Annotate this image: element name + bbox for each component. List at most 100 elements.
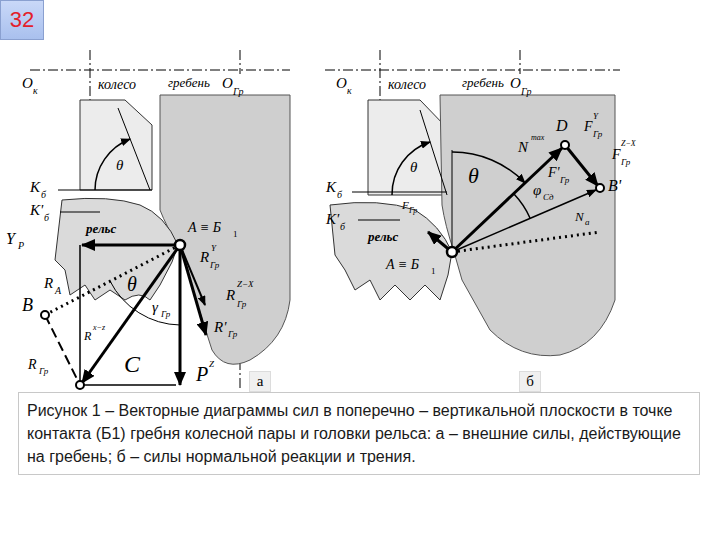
diagram-label: K' (30, 203, 43, 218)
diagram-label: Y (6, 231, 15, 247)
drawing-line (60, 212, 100, 213)
panel-letter: б (526, 374, 534, 389)
diagram-label: R (200, 250, 209, 265)
diagram-label: б (44, 213, 49, 223)
diagram-label: Гр (593, 130, 602, 139)
diagram-label: а (585, 218, 590, 227)
drawing-line (82, 245, 180, 383)
drawing-line (358, 220, 400, 221)
diagram-label: A ≡ Б (386, 258, 419, 272)
diagram-label: Гр (39, 367, 48, 376)
drawing-path (452, 152, 525, 183)
diagram-label: Сд (543, 193, 554, 202)
diagram-label: Гр (210, 261, 219, 270)
diagram-label: γ (152, 300, 158, 315)
drawing-path (330, 202, 452, 300)
diagram-label: A ≡ Б (188, 221, 221, 235)
diagram-label: θ (127, 274, 137, 294)
diagram-label: A (55, 286, 61, 296)
diagram-label: P (196, 364, 208, 384)
diagram-label: б (41, 190, 46, 200)
drawing-g (30, 50, 290, 390)
figure-caption: Рисунок 1 – Векторные диаграммы сил в по… (18, 392, 700, 475)
drawing-line (80, 384, 176, 386)
drawing-line (45, 245, 180, 315)
drawing-line (452, 148, 562, 252)
drawing-line (118, 108, 150, 190)
diagram-label: O (336, 76, 347, 91)
diagram-label: 1 (431, 267, 436, 276)
diagram-label: 1 (233, 230, 238, 239)
diagram-label: R (28, 358, 37, 372)
drawing-path (80, 100, 152, 190)
diagram-label: Y (211, 244, 216, 253)
diagram-label: R (84, 330, 91, 342)
drawing-circle (561, 141, 569, 149)
diagram-label: F (402, 200, 409, 211)
diagram-label: Гр (233, 87, 243, 97)
diagram-label: K (326, 180, 336, 195)
diagram-label: гребень (168, 76, 210, 89)
drawing-line (380, 50, 381, 100)
slide-number-box: 32 (0, 0, 44, 40)
diagram-label: K' (326, 212, 339, 227)
diagram-label: B (22, 296, 33, 314)
drawing-line (452, 150, 453, 252)
diagram-label: Гр (237, 300, 246, 309)
diagram-label: F (584, 120, 593, 134)
drawing-circle (175, 240, 185, 250)
drawing-line (90, 50, 91, 100)
diagram-label: б (340, 222, 345, 232)
drawing-path (440, 95, 615, 356)
drawing-path (55, 198, 178, 300)
diagram-label: D (556, 118, 568, 134)
diagram-label: к (33, 86, 38, 96)
diagram-label: F (612, 148, 621, 162)
diagram-label: Гр (621, 158, 630, 167)
diagram-label: Y (593, 112, 598, 121)
panel-letter: а (257, 374, 264, 389)
drawing-line (30, 70, 290, 71)
slide-number: 32 (10, 9, 34, 31)
drawing-circle (596, 184, 604, 192)
drawing-line (179, 245, 182, 385)
drawing-line (240, 50, 241, 74)
diagram-label: R' (214, 320, 226, 335)
diagram-label: C (124, 352, 140, 376)
diagram-label: Р (18, 241, 24, 251)
drawing-path (110, 281, 180, 325)
drawing-line (420, 110, 447, 195)
panel-label-box: а (249, 371, 271, 392)
diagram-label: R (44, 276, 53, 291)
diagram-label: б (337, 190, 342, 200)
diagram-label: рельс (86, 222, 116, 235)
panel-label-box: б (519, 371, 541, 392)
diagram-label: F' (548, 166, 560, 180)
diagram-label: Z (209, 360, 214, 369)
drawing-line (82, 244, 180, 247)
diagram-label: θ (116, 158, 123, 173)
drawing-circle (447, 247, 457, 257)
diagram-label: Z−X (237, 280, 254, 289)
diagram-label: Гр (228, 330, 237, 339)
drawing-line (565, 145, 598, 186)
diagram-label: Гр (409, 207, 417, 215)
drawing-line (58, 190, 152, 191)
diagram-label: φ (533, 183, 541, 198)
drawing-line (325, 70, 620, 71)
diagram-label: колесо (98, 78, 136, 92)
diagram-label: θ (468, 165, 479, 187)
drawing-line (452, 190, 596, 252)
drawing-circle (41, 311, 49, 319)
drawing-line (520, 50, 521, 74)
diagram-label: колесо (388, 78, 426, 92)
diagram-label: O (222, 76, 233, 91)
drawing-path (514, 194, 530, 218)
diagram-label: x−z (93, 324, 105, 332)
diagram-label: к (347, 86, 352, 96)
diagram-label: Гр (161, 310, 170, 319)
diagram-label: O (22, 76, 33, 91)
drawing-line (45, 315, 80, 385)
